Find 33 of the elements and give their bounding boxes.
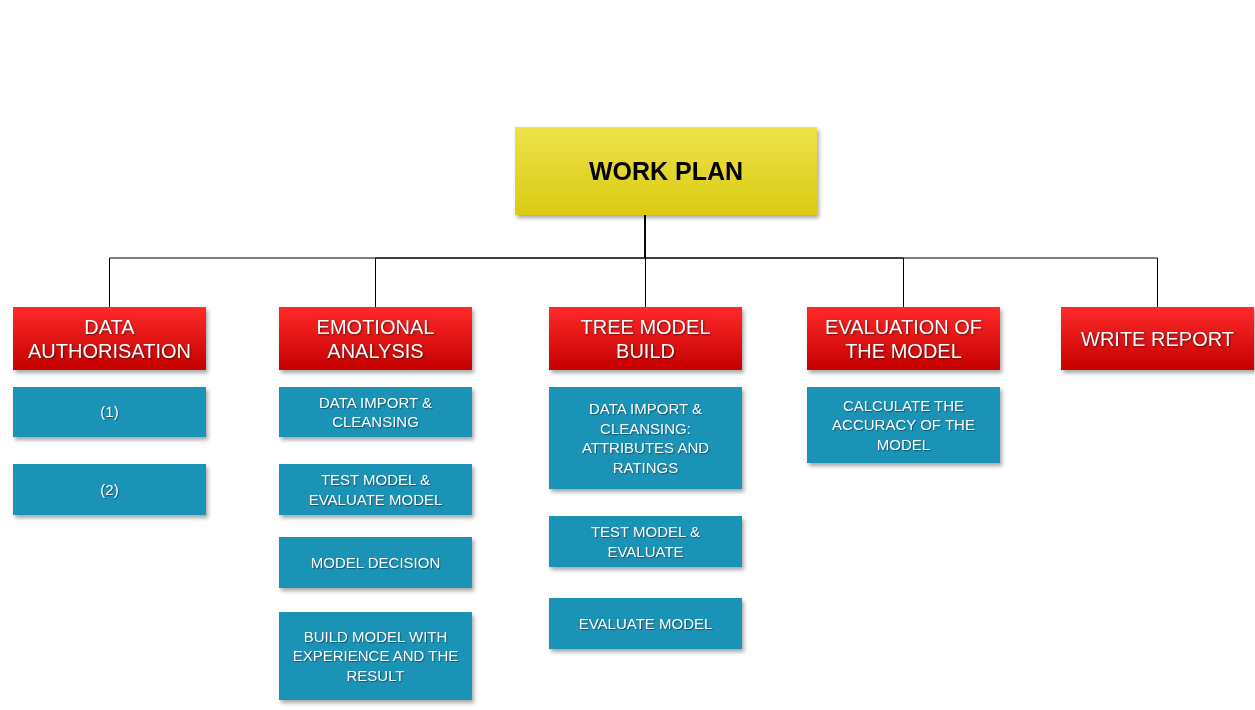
box-label: WRITE REPORT (1081, 326, 1234, 351)
box-label: WORK PLAN (588, 156, 744, 186)
category-box (807, 307, 1000, 370)
task-box (549, 598, 742, 649)
box-label: (1) (100, 402, 119, 422)
category-box (279, 307, 472, 370)
category-box (13, 307, 206, 370)
box-label: TREE MODEL BUILD (579, 314, 712, 363)
task-box (279, 387, 472, 437)
task-box (279, 537, 472, 588)
box-label: CALCULATE THE ACCURACY OF THE MODEL (831, 395, 976, 455)
box-label: DATA IMPORT & CLEANSING: ATTRIBUTES AND RATINGS (580, 399, 711, 477)
task-box (807, 387, 1000, 463)
box-label: EVALUATION OF THE MODEL (823, 314, 984, 363)
box-label: BUILD MODEL WITH EXPERIENCE AND THE RESULT (291, 626, 460, 686)
task-box (549, 387, 742, 489)
box-label: TEST MODEL & EVALUATE (589, 522, 702, 561)
box-label: MODEL DECISION (310, 552, 441, 573)
box-label: DATA AUTHORISATION (27, 314, 192, 363)
box-label: TEST MODEL & EVALUATE MODEL (307, 470, 444, 509)
task-box (279, 464, 472, 515)
box-label: EMOTIONAL ANALYSIS (315, 314, 436, 363)
task-box (549, 516, 742, 567)
box-label: (2) (100, 479, 119, 500)
box-label: DATA IMPORT & CLEANSING (317, 392, 434, 432)
task-box (13, 387, 206, 437)
title-box (515, 127, 817, 215)
connector-line (644, 214, 1158, 308)
category-box (549, 307, 742, 370)
category-box (1061, 307, 1254, 370)
task-box (279, 612, 472, 700)
task-box (13, 464, 206, 515)
box-label: EVALUATE MODEL (578, 613, 713, 634)
